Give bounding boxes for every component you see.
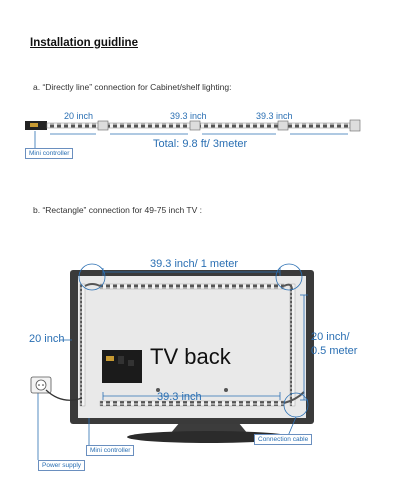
power-supply-callout: Power supply (38, 460, 86, 471)
bottom-dimension-label: 39.3 inch (157, 391, 202, 403)
mount-holes (156, 388, 228, 392)
mini-controller-callout-b: Mini controller (86, 445, 135, 456)
section-a-caption: a. “Directly line” connection for Cabine… (33, 82, 232, 92)
led-strip-straight (25, 119, 361, 132)
mini-controller-callout-a: Mini controller (25, 148, 74, 159)
connection-cable-callout: Connection cable (254, 434, 313, 445)
tv-controller-box (102, 350, 142, 383)
page-title: Installation guidline (30, 37, 138, 49)
right-dimension-line1: 20 inch/ (311, 331, 350, 343)
segment-2-label: 39.3 inch (170, 111, 207, 121)
right-dimension-line2: 0.5 meter (311, 345, 358, 357)
segment-3-label: 39.3 inch (256, 111, 293, 121)
left-dimension-label: 20 inch (29, 333, 65, 345)
dimension-lines (37, 268, 308, 460)
top-dimension-label: 39.3 inch/ 1 meter (150, 258, 239, 270)
tv-stand (127, 422, 291, 443)
right-dimension-label: 20 inch/ 0.5 meter (311, 330, 357, 358)
tv-back-label: TV back (150, 344, 231, 369)
strip-arrows (34, 131, 348, 148)
segment-1-label: 20 inch (64, 111, 94, 121)
section-b-caption: b. “Rectangle” connection for 49-75 inch… (33, 205, 202, 215)
wall-socket (30, 376, 83, 401)
tv-body (70, 270, 314, 424)
total-length-label: Total: 9.8 ft/ 3meter (153, 138, 248, 150)
